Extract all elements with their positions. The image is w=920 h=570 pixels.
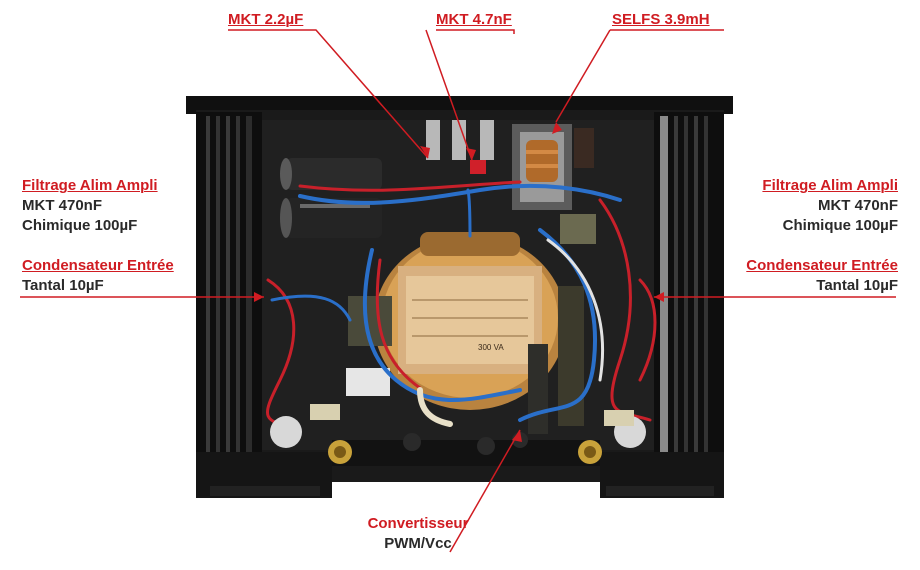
circuit-boards xyxy=(346,214,596,434)
left-heatsink xyxy=(196,112,262,484)
label-left-mkt-470nf: MKT 470nF xyxy=(22,197,103,214)
wiring xyxy=(265,180,657,432)
label-right-mkt-470nf: MKT 470nF xyxy=(817,197,898,214)
mkt-capacitors-top xyxy=(426,120,594,174)
label-left-filtrage: Filtrage Alim Ampli xyxy=(22,177,158,194)
label-right-tantal: Tantal 10µF xyxy=(816,277,898,294)
label-left-chimique: Chimique 100µF xyxy=(22,217,138,234)
label-mkt-4-7nf: MKT 4.7nF xyxy=(436,11,512,28)
label-left-tantal: Tantal 10µF xyxy=(22,277,104,294)
right-heatsink xyxy=(654,112,724,484)
label-left-condensateur: Condensateur Entrée xyxy=(22,257,174,274)
annotation-lines xyxy=(20,29,896,553)
label-right-condensateur: Condensateur Entrée xyxy=(746,257,898,274)
label-pwm-vcc: PWM/Vcc xyxy=(384,535,452,552)
annotation-arrowheads xyxy=(254,122,664,442)
label-convertisseur: Convertisseur xyxy=(367,515,469,532)
electrolytic-capacitors xyxy=(280,158,382,238)
transformer-rating: 300 VA xyxy=(478,343,504,352)
label-right-filtrage: Filtrage Alim Ampli xyxy=(762,177,898,194)
label-mkt-2-2uf: MKT 2.2µF xyxy=(228,11,304,28)
label-right-chimique: Chimique 100µF xyxy=(782,217,898,234)
label-selfs-3-9mh: SELFS 3.9mH xyxy=(612,11,710,28)
toroidal-transformer: 300 VA xyxy=(374,232,566,410)
inductor-selfs xyxy=(512,124,572,210)
